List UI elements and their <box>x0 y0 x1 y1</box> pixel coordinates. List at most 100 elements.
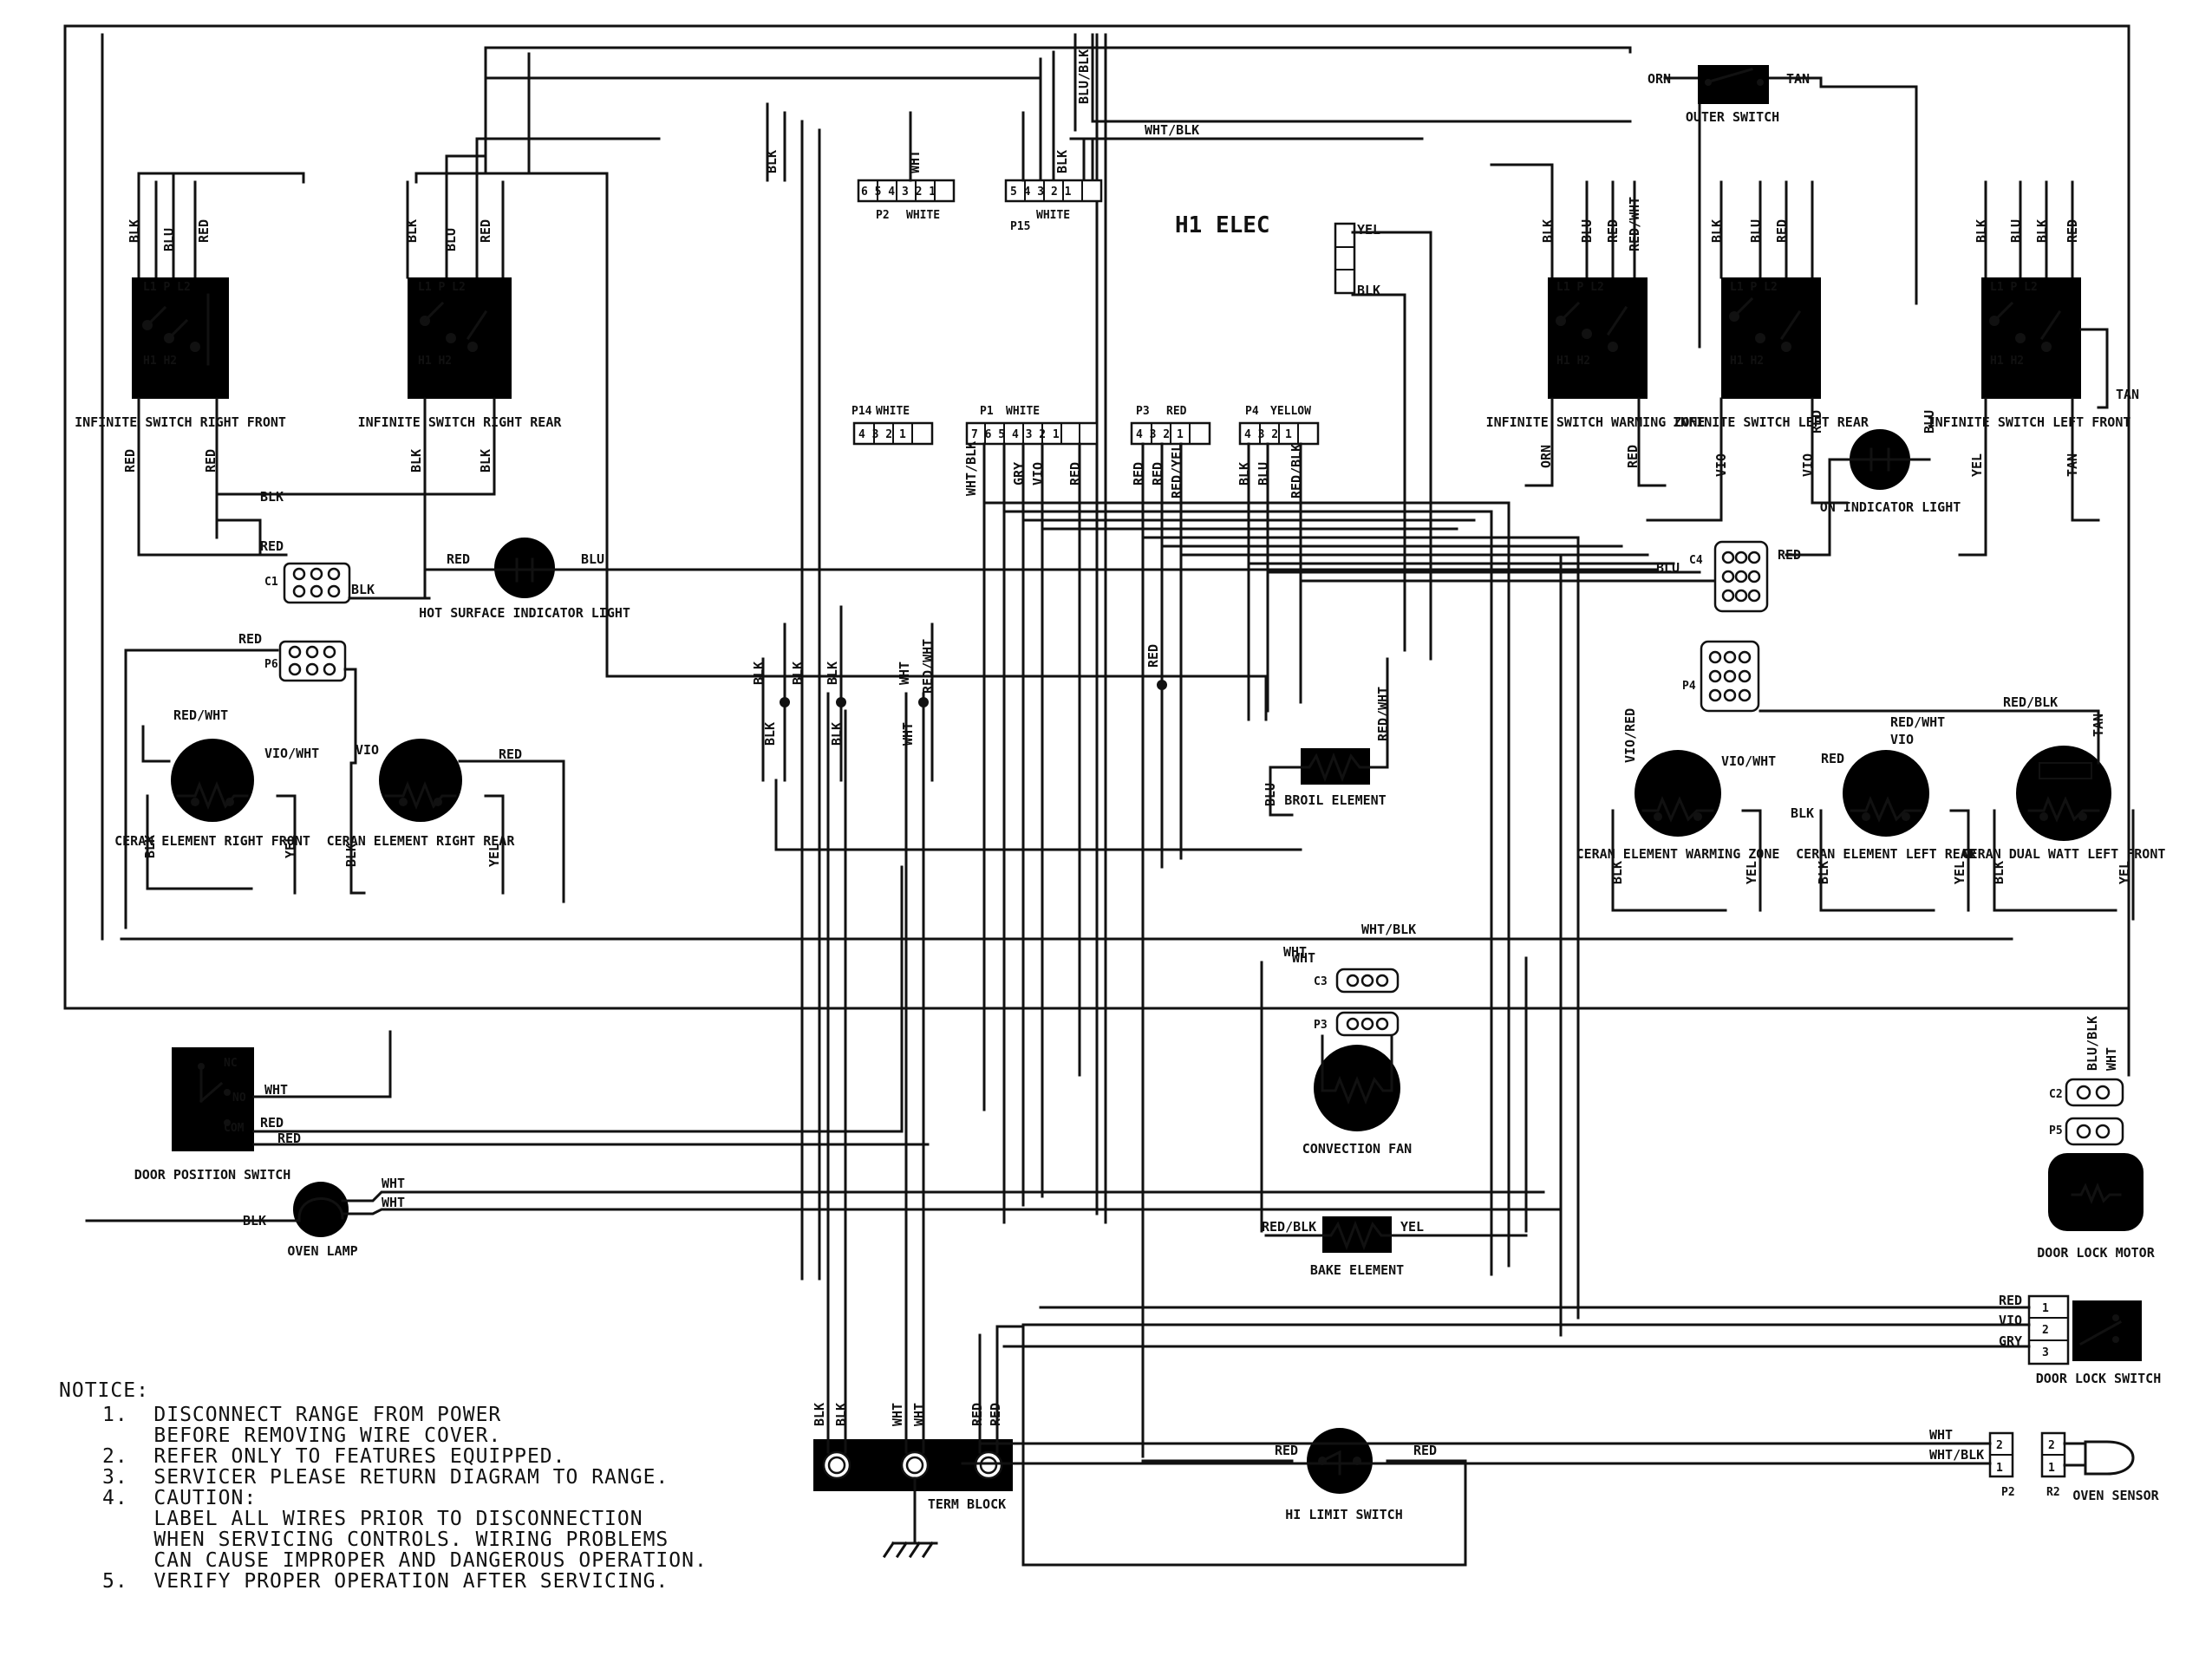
svg-text:6 5 4 3 2 1: 6 5 4 3 2 1 <box>861 186 936 199</box>
wire-label-wht: WHT <box>1292 950 1315 966</box>
wire-label-red-blk: RED/BLK <box>1262 1219 1316 1235</box>
svg-text:NC: NC <box>224 1057 238 1070</box>
wire-label-wht: WHT <box>1929 1427 1953 1443</box>
p3-connector-red: 4 3 2 1 P3 RED <box>1130 405 1211 446</box>
wire-label-red: RED <box>1131 462 1146 486</box>
wire-label-red: RED <box>1150 462 1165 486</box>
svg-text:H1 H2: H1 H2 <box>1730 355 1764 368</box>
wire-label-red-wht: RED/WHT <box>1890 714 1945 730</box>
wire-label-red: RED <box>969 1403 985 1426</box>
svg-text:4 3 2 1: 4 3 2 1 <box>858 428 906 441</box>
wire-label-yel: YEL <box>1357 222 1380 238</box>
wire-label-blk: BLK <box>142 835 158 858</box>
wire-label-red-wht: RED/WHT <box>173 707 228 723</box>
wire-label-red: RED <box>478 219 493 243</box>
wire-label-blk: BLK <box>751 662 767 685</box>
wire-label-tan: TAN <box>2116 387 2139 402</box>
c3-label: C3 <box>1314 975 1328 988</box>
ceran-element-right-front: CERAN ELEMENT RIGHT FRONT BLK YEL RED/WH… <box>114 707 319 895</box>
label-hot-light: HOT SURFACE INDICATOR LIGHT <box>419 605 630 621</box>
wire-label-red: RED <box>1821 751 1844 766</box>
control-title: H1 ELEC <box>1175 212 1270 238</box>
c1-connector: C1 RED BLK BLK <box>260 489 427 604</box>
p3-label: P3 <box>1136 405 1150 418</box>
wire-label-wht: WHT <box>1283 944 1307 960</box>
wire-label-red-wht: RED/WHT <box>1627 197 1642 251</box>
svg-text:7 6 5 4 3 2 1: 7 6 5 4 3 2 1 <box>971 428 1060 441</box>
wire-label-blk: BLK <box>404 219 420 243</box>
p2-sensor-label: P2 <box>2001 1486 2015 1499</box>
notice-line: CAN CAUSE IMPROPER AND DANGEROUS OPERATI… <box>102 1549 708 1572</box>
wire-label-blk: BLK <box>1791 805 1814 821</box>
oven-sensor: 21 21 WHT WHT/BLK P2 R2 OVEN SENSOR <box>961 1427 2160 1503</box>
svg-text:L1 P L2: L1 P L2 <box>1556 281 1604 294</box>
wire-label-vio: VIO <box>1890 732 1914 747</box>
ceran-element-left-rear: CERAN ELEMENT LEFT REAR BLK YEL RED VIO … <box>1791 714 1977 912</box>
wire-label-wht: WHT <box>897 662 912 685</box>
door-lock-motor: DOOR LOCK MOTOR <box>2037 1007 2156 1261</box>
wire-label-red: RED <box>238 631 262 647</box>
infinite-switch-left-front: L1 P L2 H1 H2 INFINITE SWITCH LEFT FRONT… <box>1928 180 2139 557</box>
wire-label-vio-wht: VIO/WHT <box>1721 753 1776 769</box>
wire-label-gry: GRY <box>1011 462 1027 486</box>
svg-text:L1 P L2: L1 P L2 <box>143 281 191 294</box>
p14-label: P14 <box>852 405 872 418</box>
wire-label-yel: YEL <box>1744 861 1759 884</box>
p15-color-label: WHITE <box>1036 209 1070 222</box>
wire-label-blu: BLU <box>443 228 459 251</box>
wire-label-blk: BLK <box>351 582 375 597</box>
wire-label-wht: WHT <box>907 150 923 173</box>
c4-label: C4 <box>1689 554 1703 567</box>
p14-color-label: WHITE <box>876 405 910 418</box>
wire-label-red: RED <box>499 746 522 762</box>
wire-label-red: RED <box>988 1403 1003 1426</box>
wire-label-blk: BLK <box>833 1403 849 1426</box>
svg-text:H1 H2: H1 H2 <box>1556 355 1590 368</box>
wire-label-red: RED <box>1413 1443 1437 1458</box>
oven-lamp: BLK WHT WHT OVEN LAMP <box>85 1176 1563 1259</box>
p3-color-label: RED <box>1166 405 1187 418</box>
wire-label-red-blk: RED/BLK <box>1289 444 1304 499</box>
wire-label-yel: YEL <box>1969 453 1985 477</box>
label-cer-rr: CERAN ELEMENT RIGHT REAR <box>327 833 516 849</box>
svg-text:2: 2 <box>2048 1439 2055 1452</box>
notice-line: 3. SERVICER PLEASE RETURN DIAGRAM TO RAN… <box>102 1466 669 1489</box>
wire-label-wht: WHT <box>900 722 916 746</box>
label-cer-rf: CERAN ELEMENT RIGHT FRONT <box>114 833 310 849</box>
hi-limit-switch: RED RED HI LIMIT SWITCH <box>1141 1428 1437 1522</box>
wire-label-blk: BLK <box>1991 861 2006 884</box>
wire-label-blu: BLU <box>2008 219 2024 243</box>
p15-connector-white: 5 4 3 2 1 P15 WHITE <box>1004 179 1103 233</box>
wire-label-gry: GRY <box>1999 1333 2022 1349</box>
wire-label-wht-blk: WHT/BLK <box>963 441 979 496</box>
svg-text:1: 1 <box>2048 1462 2055 1475</box>
wire-label-blk: BLK <box>1540 219 1556 243</box>
svg-text:2: 2 <box>2042 1324 2049 1337</box>
wire-label-blu: BLU <box>1922 410 1937 433</box>
wire-label-red: RED <box>1774 219 1790 243</box>
p2-label: P2 <box>876 209 890 222</box>
svg-text:2: 2 <box>1996 1439 2003 1452</box>
p5-block-label: P5 <box>2049 1124 2063 1137</box>
label-cer-wz: CERAN ELEMENT WARMING ZONE <box>1576 846 1780 862</box>
control-wires: WHT/BLK GRY VIO RED RED RED RED/YEL BLK … <box>764 49 1736 1458</box>
notice-line: 4. CAUTION: <box>102 1487 258 1509</box>
wire-label-orn: ORN <box>1538 445 1554 468</box>
wire-label-blu: BLU <box>161 228 177 251</box>
wire-label-vio: VIO <box>1030 462 1046 486</box>
p3-block-connector: P3 <box>1314 1011 1400 1037</box>
notice-line: WHEN SERVICING CONTROLS. WIRING PROBLEMS <box>102 1528 669 1551</box>
wire-label-wht: WHT <box>2104 1047 2119 1071</box>
p14-connector-white: 4 3 2 1 P14 WHITE <box>852 405 934 446</box>
label-oven-sensor: OVEN SENSOR <box>2072 1488 2159 1503</box>
wire-label-blk: BLK <box>127 219 142 243</box>
wire-label-vio: VIO <box>1999 1313 2022 1328</box>
label-cer-lf: CERAN DUAL WATT LEFT FRONT <box>1962 846 2166 862</box>
wire-label-blk: BLK <box>790 662 806 685</box>
notice-line: 2. REFER ONLY TO FEATURES EQUIPPED. <box>102 1445 566 1468</box>
svg-text:5 4 3 2 1: 5 4 3 2 1 <box>1010 186 1072 199</box>
c2-label: C2 <box>2049 1088 2063 1101</box>
infinite-switch-left-rear: L1 P L2 H1 H2 INFINITE SWITCH LEFT REAR … <box>1646 180 1869 522</box>
infinite-switch-right-rear: L1 P L2 H1 H2 INFINITE SWITCH RIGHT REAR… <box>215 76 1042 678</box>
ceran-element-left-front: CERAN DUAL WATT LEFT FRONT BLK YEL RED/B… <box>1759 694 2166 921</box>
